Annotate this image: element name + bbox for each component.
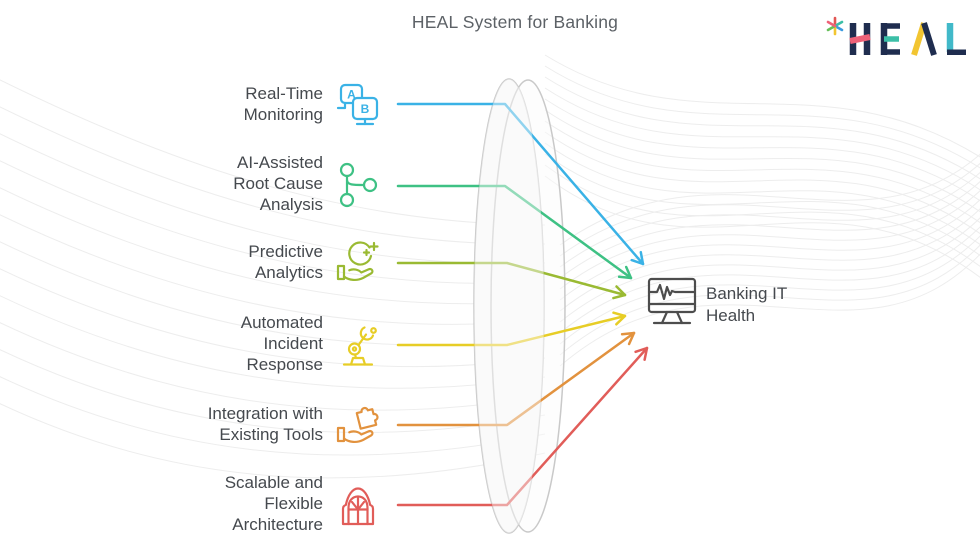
letter-a: A — [347, 88, 356, 102]
item-label-predictive-analytics: Predictive Analytics — [248, 242, 323, 282]
ab-test-monitors-icon: A B — [336, 83, 379, 126]
connector-line-predictive — [396, 261, 627, 297]
connector-lines — [396, 102, 649, 507]
root-cause-branch-icon — [339, 162, 378, 208]
asterisk-icon — [826, 16, 844, 36]
target-label-banking-it-health: Banking IT Health — [706, 284, 787, 325]
connector-line-incident — [396, 314, 627, 347]
arrowhead-incident — [612, 311, 627, 326]
arch-window-icon — [341, 487, 375, 526]
robot-arm-icon — [342, 326, 377, 366]
monitor-pulse-icon — [647, 277, 697, 325]
connector-line-rootcause — [396, 184, 633, 280]
a-left-leg — [911, 22, 927, 56]
arrowhead-predictive — [612, 285, 627, 300]
item-label-realtime-monitoring: Real-Time Monitoring — [243, 84, 323, 124]
arrowhead-integration — [620, 331, 636, 346]
arrowhead-rootcause — [617, 265, 633, 280]
arrowhead-realtime — [630, 250, 645, 266]
connector-line-scalable — [396, 346, 649, 507]
letter-b: B — [361, 102, 370, 116]
item-label-integration-tools: Integration with Existing Tools — [207, 404, 323, 444]
item-label-incident-response: Automated Incident Response — [240, 313, 323, 374]
connector-line-integration — [396, 331, 636, 427]
lens-shape — [473, 78, 566, 534]
page-title: HEAL System for Banking — [411, 12, 619, 32]
h-crossbar — [849, 34, 871, 44]
connector-line-realtime — [396, 102, 645, 266]
logo-letters — [849, 22, 966, 56]
arrowhead-scalable — [634, 346, 649, 361]
puzzle-hand-icon — [336, 406, 379, 443]
item-label-root-cause-analysis: AI-Assisted Root Cause Analysis — [233, 153, 323, 214]
item-label-scalable-architecture: Scalable and Flexible Architecture — [224, 473, 323, 534]
heal-logo — [826, 16, 966, 56]
lens-glass-overlay — [474, 79, 544, 533]
crystal-ball-hand-icon — [336, 241, 379, 281]
background-wave-pattern — [0, 54, 980, 479]
